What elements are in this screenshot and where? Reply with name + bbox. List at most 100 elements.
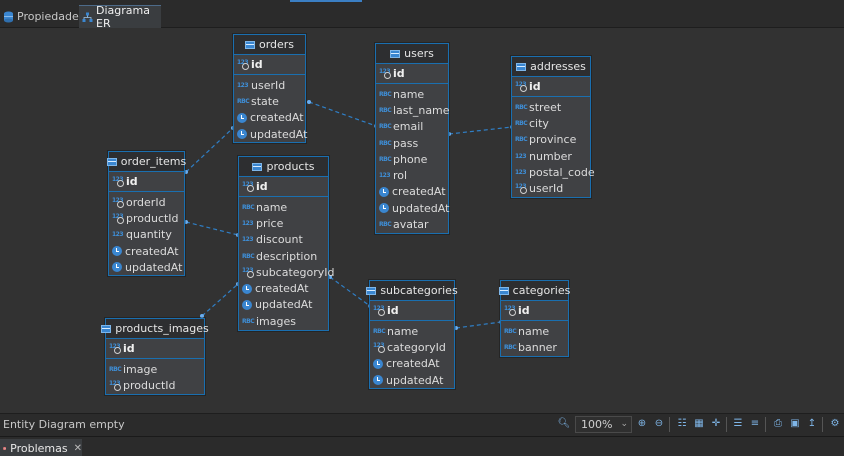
attribute-name: name bbox=[518, 324, 550, 338]
attribute-name: name bbox=[387, 324, 419, 338]
entity-header[interactable]: products_images bbox=[101, 319, 209, 339]
entity-header[interactable]: orders bbox=[234, 35, 305, 55]
problems-icon bbox=[3, 446, 7, 450]
link-orders-users[interactable] bbox=[308, 101, 377, 127]
entity-header[interactable]: users bbox=[376, 44, 448, 64]
link-users-addresses[interactable] bbox=[448, 126, 513, 135]
attribute-name: createdAt bbox=[125, 244, 179, 258]
move-icon[interactable]: ✛ bbox=[711, 418, 721, 429]
link-products-images-products[interactable] bbox=[201, 283, 239, 317]
zoom-out-icon[interactable]: ⊖ bbox=[654, 418, 664, 429]
entity-header[interactable]: categories bbox=[498, 281, 570, 301]
grid-icon[interactable]: ▦ bbox=[694, 418, 704, 429]
attribute-row[interactable]: createdAt bbox=[370, 356, 454, 372]
attribute-name: updatedAt bbox=[386, 373, 444, 387]
entity-header[interactable]: order_items bbox=[106, 152, 186, 172]
entity-header[interactable]: products bbox=[239, 157, 328, 177]
attribute-name: description bbox=[256, 249, 318, 263]
foreign-key-icon: 123 bbox=[112, 213, 124, 224]
zoom-select[interactable]: 100%⌄ bbox=[575, 416, 632, 433]
link-products-subcategories[interactable] bbox=[329, 276, 371, 307]
tab-diagrama-er[interactable]: Diagrama ER bbox=[79, 4, 161, 30]
toolbar-separator bbox=[669, 417, 670, 432]
zoom-in-icon[interactable]: ⊕ bbox=[637, 418, 647, 429]
attribute-row[interactable]: updatedAt bbox=[376, 200, 449, 216]
close-icon[interactable]: ✕ bbox=[73, 442, 82, 454]
export-icon[interactable]: ↥ bbox=[807, 418, 817, 429]
entity-header[interactable]: subcategories bbox=[366, 281, 458, 301]
entity-header[interactable]: addresses bbox=[512, 57, 590, 77]
attribute-row[interactable]: updatedAt bbox=[239, 297, 328, 313]
primary-key-name: id bbox=[387, 304, 399, 317]
attributes-icon[interactable]: ≡ bbox=[750, 418, 760, 429]
search-icon[interactable]: 🔍︎ bbox=[557, 418, 571, 429]
notes-icon[interactable]: ☰ bbox=[733, 418, 743, 429]
toolbar-separator bbox=[822, 417, 823, 432]
tab-problemas[interactable]: Problemas ✕ bbox=[0, 439, 82, 456]
print-icon[interactable]: ⎙ bbox=[774, 418, 782, 429]
attribute-row[interactable]: createdAt bbox=[239, 280, 328, 296]
attribute-row[interactable]: updatedAt bbox=[109, 259, 184, 275]
attribute-row[interactable]: updatedAt bbox=[370, 372, 454, 388]
link-order-items-orders[interactable] bbox=[185, 127, 234, 173]
tab-propiedades[interactable]: Propiedades bbox=[0, 5, 84, 28]
link-order-items-products[interactable] bbox=[185, 221, 239, 236]
layout-icon[interactable]: ☷ bbox=[677, 418, 687, 429]
attribute-row[interactable]: updatedAt bbox=[234, 126, 307, 142]
link-subcategories-categories[interactable] bbox=[455, 321, 502, 329]
attribute-row[interactable]: createdAt bbox=[234, 110, 305, 126]
table-icon bbox=[498, 286, 509, 295]
save-icon[interactable]: ▣ bbox=[790, 418, 800, 429]
settings-icon[interactable]: ⚙ bbox=[830, 418, 840, 429]
attribute-row[interactable]: createdAt bbox=[376, 184, 448, 200]
attribute-row[interactable]: createdAt bbox=[109, 243, 184, 259]
